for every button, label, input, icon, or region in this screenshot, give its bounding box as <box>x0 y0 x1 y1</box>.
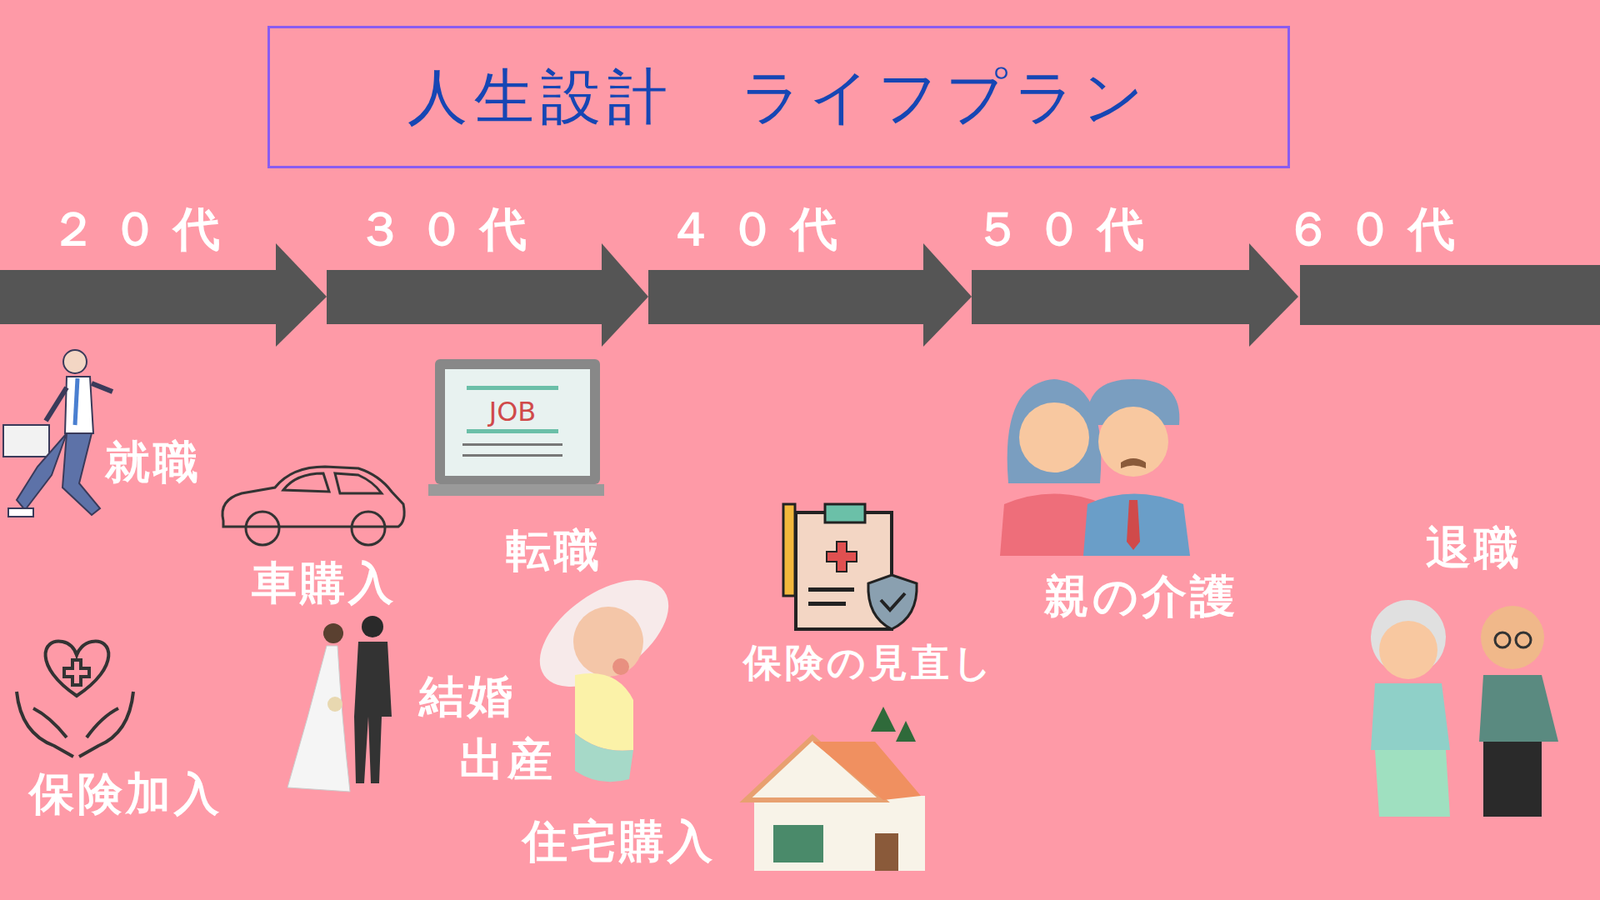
businessman-icon <box>3 350 113 517</box>
life-event-label: 親の介護 <box>1044 566 1239 628</box>
car-icon <box>222 466 405 545</box>
title-box: 人生設計 ライフプラン <box>267 25 1290 169</box>
decade-label: ５０代 <box>974 198 1160 262</box>
wedding-couple-icon <box>287 615 392 792</box>
life-event-label: 保険加入 <box>29 764 223 825</box>
life-event-label: 退職 <box>1425 518 1523 580</box>
parents-icon <box>1000 379 1190 556</box>
life-event-label: 結婚 <box>419 666 516 728</box>
life-event-label: 車購入 <box>251 553 397 615</box>
house-icon <box>745 706 925 871</box>
decade-label: ６０代 <box>1285 198 1470 262</box>
decade-label: ４０代 <box>667 198 853 262</box>
decade-label: ２０代 <box>50 198 235 262</box>
insurance-icon <box>16 641 134 757</box>
timeline-arrows <box>0 243 1600 347</box>
title: 人生設計 ライフプラン <box>407 57 1151 138</box>
laptop-icon: JOB <box>428 359 605 496</box>
life-event-label: 保険の見直し <box>743 637 995 690</box>
icon-glyph: JOB <box>487 395 537 428</box>
clipboard-icon <box>783 504 917 630</box>
elderly-couple-icon <box>1370 600 1559 817</box>
life-event-label: 出産 <box>459 730 556 791</box>
decade-label: ３０代 <box>356 198 542 262</box>
life-event-label: 就職 <box>105 432 202 494</box>
life-event-label: 住宅購入 <box>522 811 716 873</box>
life-event-label: 転職 <box>505 520 603 582</box>
